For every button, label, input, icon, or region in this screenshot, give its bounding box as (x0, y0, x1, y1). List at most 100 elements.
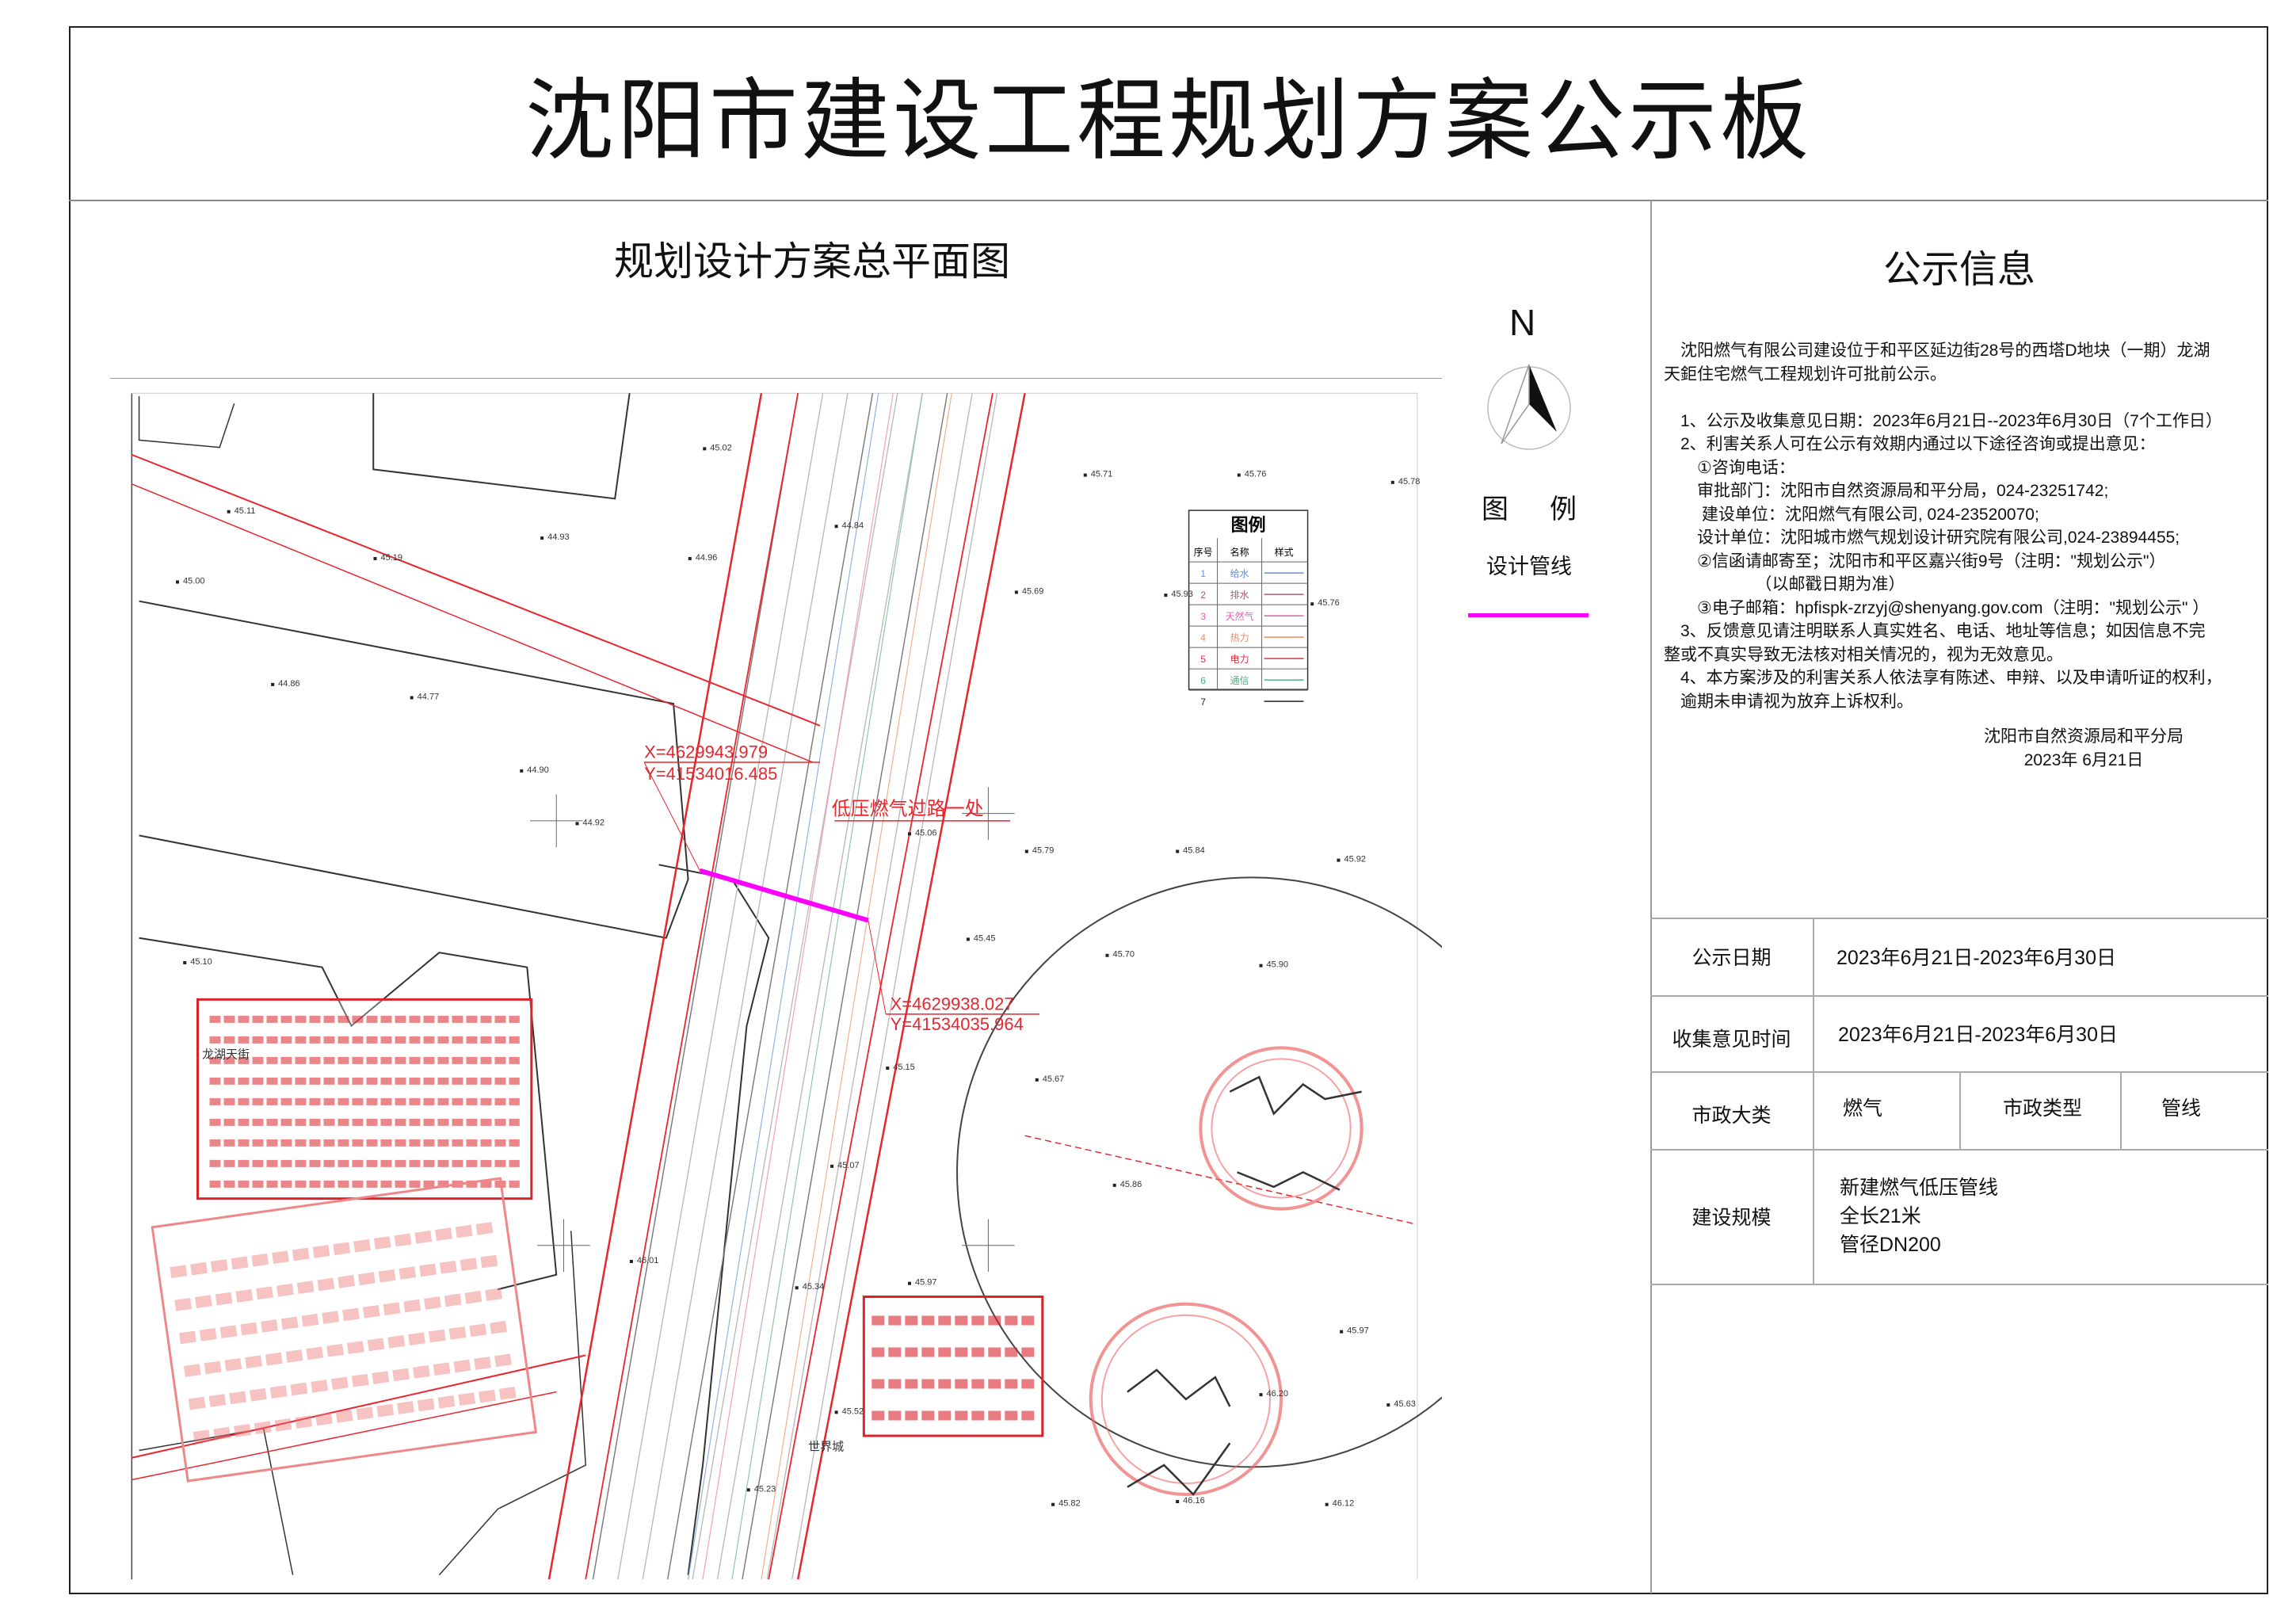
elevation-label: 45.86 (1120, 1180, 1142, 1189)
map-legend-name: 天然气 (1226, 610, 1254, 622)
table-line (1650, 995, 2268, 997)
elevation-point (575, 822, 579, 826)
map-legend-no: 5 (1200, 654, 1206, 665)
info-line: 逾期未申请视为放弃上诉权利。 (1664, 692, 1913, 711)
info-line: ③电子邮箱：hpfispk-zrzyj@shenyang.gov.com（注明：… (1664, 598, 2210, 617)
table-line (2120, 1071, 2122, 1149)
signature: 沈阳市自然资源局和平分局 2023年 6月21日 (1965, 725, 2203, 773)
legend-title-b: 例 (1550, 495, 1577, 525)
map-legend-no: 6 (1200, 675, 1206, 686)
elevation-label: 45.76 (1318, 598, 1340, 608)
design-gas-pipeline (699, 868, 869, 923)
elevation-label: 45.92 (1344, 855, 1366, 864)
elevation-point (1310, 602, 1314, 606)
pipeline-note-text (193, 1386, 520, 1444)
seal-stamp (1089, 1302, 1283, 1496)
pipeline-note-text (183, 1320, 510, 1377)
elevation-label: 45.82 (1058, 1499, 1081, 1509)
elevation-label: 45.15 (893, 1063, 915, 1072)
road-line (791, 393, 998, 1580)
info-line: ①咨询电话： (1664, 458, 1795, 477)
elevation-point (746, 1488, 750, 1492)
info-line: 建设单位：沈阳燃气有限公司, 024-23520070; (1664, 505, 2039, 524)
pipeline-note-text (179, 1287, 505, 1345)
start-coordinate-y: Y=41534016.485 (644, 764, 777, 784)
start-coordinate-x: X=4629943.979 (644, 742, 768, 761)
elevation-point (886, 1067, 890, 1071)
map-legend-no: 3 (1200, 611, 1206, 622)
legend-title: 图 例 (1482, 487, 1577, 526)
elevation-label: 44.93 (547, 532, 570, 542)
handwritten-signature (1229, 1075, 1362, 1116)
red-line-boundary (547, 393, 763, 1580)
red-line-boundary (132, 483, 813, 763)
feedback-time-value: 2023年6月21日-2023年6月30日 (1838, 1024, 2118, 1046)
elevation-point (908, 832, 911, 836)
elevation-label: 45.71 (1091, 470, 1113, 479)
elevation-label: 45.78 (1398, 477, 1421, 487)
elevation-label: 44.92 (583, 818, 605, 827)
elevation-point (1390, 480, 1394, 484)
road-line (742, 393, 948, 1580)
gas-crossing-annotation: 低压燃气过路一处 (832, 798, 984, 819)
elevation-label: 45.79 (1032, 846, 1055, 856)
road-line (692, 393, 898, 1580)
pipeline-note-text (174, 1254, 501, 1311)
info-line: 2、利害关系人可在公示有效期内通过以下途径咨询或提出意见： (1664, 435, 2156, 453)
map-legend-no: 7 (1200, 697, 1206, 708)
publicity-date-label: 公示日期 (1691, 947, 1772, 969)
signature-date: 2023年 6月21日 (2023, 751, 2144, 769)
red-line-boundary (132, 1354, 586, 1459)
scale-line: 全长21米 (1840, 1205, 1921, 1227)
elevation-label: 45.06 (915, 828, 937, 838)
elevation-point (227, 509, 231, 513)
elevation-point (540, 536, 544, 540)
north-arrow-icon (1487, 364, 1571, 450)
elevation-point (1337, 858, 1341, 862)
elevation-label: 45.67 (1043, 1074, 1065, 1084)
map-legend-name: 给水 (1230, 568, 1249, 579)
elevation-label: 45.23 (754, 1484, 776, 1494)
elevation-label: 45.34 (803, 1282, 825, 1292)
coordinate-leader (643, 761, 700, 871)
elevation-point (176, 580, 179, 584)
elevation-label: 45.97 (915, 1278, 937, 1288)
elevation-label: 46.12 (1333, 1499, 1355, 1509)
handwritten-signature (1237, 1171, 1341, 1191)
info-body: 沈阳燃气有限公司建设位于和平区延边街28号的西塔D地块（一期）龙湖天鉅住宅燃气工… (1664, 339, 2266, 713)
info-title: 公示信息 (1882, 249, 2035, 291)
north-label: N (1509, 302, 1536, 343)
building-outline (139, 600, 689, 939)
map-legend-name: 通信 (1230, 675, 1249, 686)
elevation-label: 45.84 (1183, 846, 1205, 856)
elevation-label: 46.16 (1183, 1496, 1205, 1506)
elevation-point (183, 960, 187, 964)
elevation-label: 45.52 (842, 1406, 864, 1416)
map-legend-no: 2 (1200, 590, 1206, 601)
category-value: 燃气 (1843, 1097, 1883, 1120)
info-line: ②信函请邮寄至；沈阳市和平区嘉兴街9号（注明："规划公示"） (1664, 551, 2166, 571)
elevation-point (271, 682, 275, 686)
roundabout-road (956, 876, 1442, 1468)
elevation-label: 45.69 (1022, 586, 1044, 596)
elevation-label: 44.84 (842, 521, 864, 530)
map-legend-name: 排水 (1230, 590, 1249, 601)
elevation-point (1386, 1403, 1390, 1407)
seal-stamp (1199, 1046, 1363, 1211)
legend-design-pipeline-label: 设计管线 (1486, 555, 1572, 578)
elevation-label: 45.45 (974, 933, 996, 943)
road-line (617, 393, 824, 1580)
info-line: 3、反馈意见请注明联系人真实姓名、电话、地址等信息；如因信息不完 (1664, 622, 2206, 640)
info-line: （以邮戳日期为准） (1664, 575, 1905, 593)
map-legend-header: 序号 (1194, 546, 1213, 558)
pipe-line (761, 393, 952, 1580)
elevation-label: 44.90 (527, 765, 549, 775)
seal-stamp (1211, 1058, 1352, 1199)
place-name: 龙湖天街 (202, 1048, 250, 1061)
elevation-point (1237, 473, 1241, 477)
elevation-label: 45.02 (710, 443, 732, 452)
pipe-line (687, 393, 879, 1580)
elevation-point (1105, 953, 1109, 957)
seal-stamp (1100, 1314, 1272, 1484)
panel-divider (1650, 200, 1652, 1593)
